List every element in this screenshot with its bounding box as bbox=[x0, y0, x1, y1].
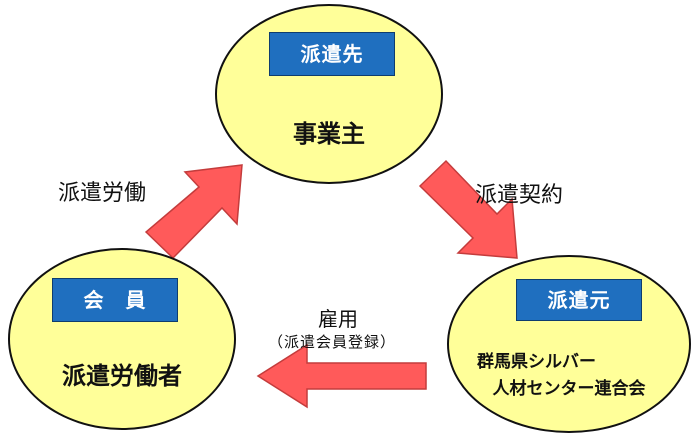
node-haken-moto-subtitle-line1: 群馬県シルバー bbox=[477, 352, 596, 372]
arrow-top-to-right bbox=[418, 159, 518, 259]
node-haken-saki: 派遣先 事業主 bbox=[215, 4, 443, 184]
node-kaiin-badge: 会 員 bbox=[52, 278, 178, 322]
node-kaiin: 会 員 派遣労働者 bbox=[8, 248, 236, 430]
edge-label-koyou: 雇用 bbox=[318, 307, 358, 331]
node-haken-saki-subtitle: 事業主 bbox=[293, 120, 365, 148]
edge-label-haken-keiyaku: 派遣契約 bbox=[475, 183, 564, 208]
node-haken-moto-subtitle-line2: 人材センター連合会 bbox=[492, 379, 646, 399]
edge-sublabel-haken-kaiin-touroku: （派遣会員登録） bbox=[268, 333, 397, 351]
node-haken-moto-badge: 派遣元 bbox=[516, 279, 642, 321]
edge-label-haken-roudou: 派遣労働 bbox=[58, 181, 147, 206]
node-haken-moto: 派遣元 群馬県シルバー 人材センター連合会 bbox=[447, 255, 691, 433]
arrow-left-to-top bbox=[144, 164, 243, 260]
arrow-right-to-left bbox=[256, 343, 427, 409]
node-kaiin-subtitle: 派遣労働者 bbox=[62, 362, 182, 390]
node-haken-saki-badge: 派遣先 bbox=[269, 32, 395, 76]
